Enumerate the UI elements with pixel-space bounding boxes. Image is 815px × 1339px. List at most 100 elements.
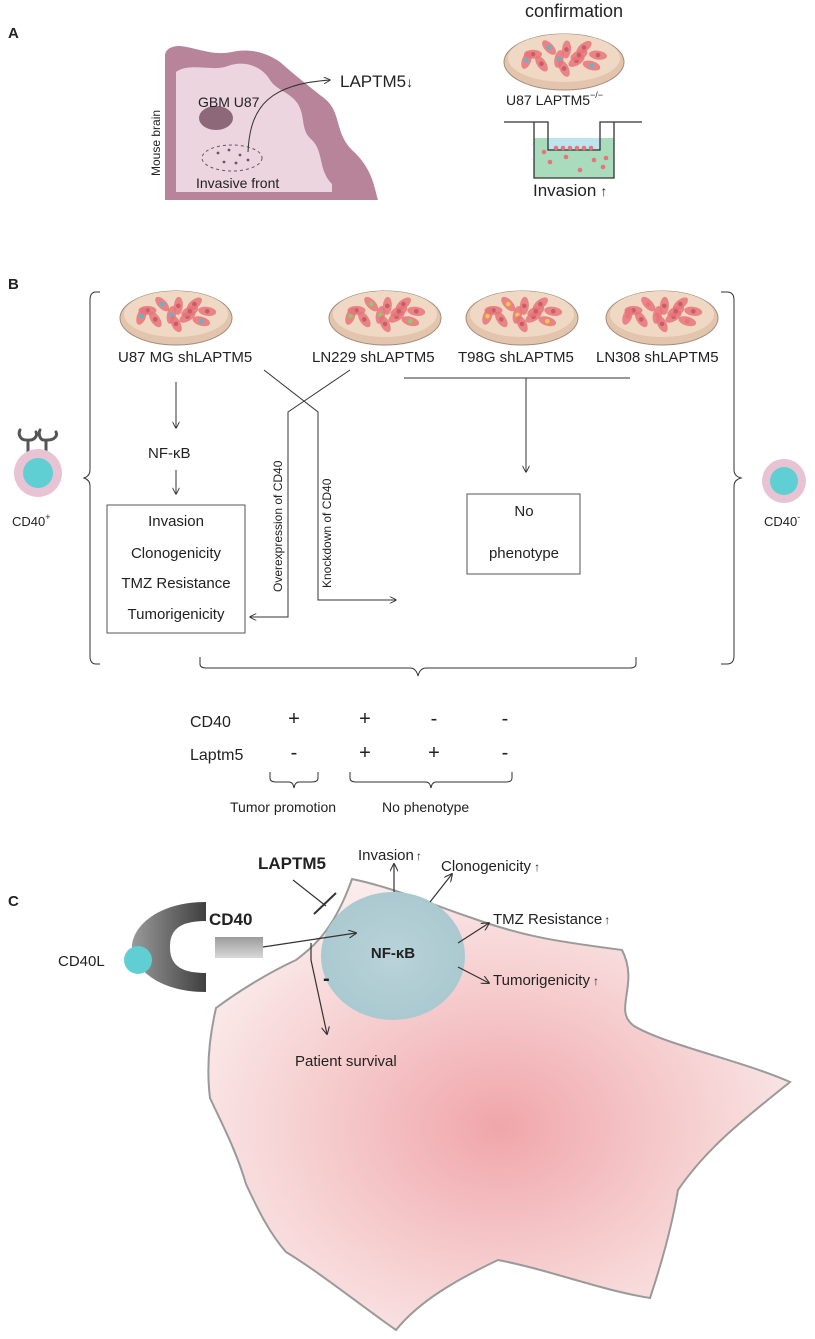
brain-inner [176,63,332,193]
cell-nucleus [173,321,179,327]
u87-knockout-label: U87 LAPTM5−/− [506,90,603,108]
transwell-chamber [504,121,642,179]
cell-nucleus [524,57,529,63]
cancer-cell-body [207,877,792,1332]
cell-nucleus [187,309,193,314]
cell-nucleus [499,317,504,322]
cell-nucleus [348,313,353,319]
invasive-cells [216,148,250,165]
survival-minus: - [323,968,330,990]
tumor-outcomes-box [106,504,246,634]
clonogenicity-arrow [429,874,452,903]
cell-nucleus [538,301,543,307]
cell-nucleus [639,317,644,322]
cell-nucleus [595,52,601,58]
cell-line-label-ln229: LN229 shLAPTM5 [312,349,435,366]
cultured-cells [482,296,563,333]
left-bracket [82,291,100,665]
mouse-brain-illustration: Mouse brain GBM U87 Invasive front LAPTM… [149,46,413,200]
table-cell: - [431,708,438,730]
cd40-negative-label: CD40- [764,512,800,529]
cell-nucleus [673,309,679,314]
outcome-clonogenicity: Clonogenicity [131,545,222,562]
cd40l-label: CD40L [58,953,105,970]
invasive-front-region [201,144,263,172]
cell-nucleus [485,313,490,319]
group-label-tumor-promotion: Tumor promotion [230,799,336,815]
knockdown-arrow [263,369,396,600]
no-phenotype-line1: No [514,503,533,520]
cell-nucleus [153,317,158,322]
cell-nucleus [176,303,181,309]
invaded-cells [541,145,609,173]
effect-tumorigenicity: Tumorigenicity↑ [493,972,599,989]
laptm5-label-c: LAPTM5 [258,854,326,873]
cd40-positive-cell: CD40+ [12,428,62,529]
tumorigenicity-arrow [457,966,489,983]
effect-clonogenicity: Clonogenicity↑ [441,858,540,875]
dish-u87 [119,290,233,346]
outcome-tmz-resistance: TMZ Resistance [121,575,230,592]
transwell-outer-wall [533,122,615,179]
cell-nucleus [659,321,665,327]
group-label-no-phenotype: No phenotype [382,799,469,815]
cell-line-label-ln308: LN308 shLAPTM5 [596,349,719,366]
outcome-invasion: Invasion [148,513,204,530]
cell-nucleus [545,318,550,324]
cultured-cells [521,40,607,77]
cell-nucleus [550,309,556,314]
cultured-cells [345,296,426,333]
table-cell: + [359,708,371,730]
cell-nucleus [199,318,204,324]
cd40-receptor-icon [37,428,58,454]
panel-c-arrows [262,864,489,1034]
tmz-arrow [457,923,489,944]
invasion-result-label: Invasion↑ [533,181,607,200]
cell-nucleus [690,309,696,314]
table-cell: - [502,708,509,730]
cd40l-ligand: CD40L [58,946,152,974]
group-brace-2 [349,772,513,789]
cd40-to-nfkb-arrow [262,933,356,948]
outcome-tumorigenicity: Tumorigenicity [128,606,225,623]
cell-nucleus [576,52,582,58]
cell-nucleus [396,309,402,314]
cell-nucleus [645,301,651,307]
cd40-receptor-icon [17,428,38,454]
invasive-front-label: Invasive front [196,175,279,191]
effect-invasion: Invasion↑ [358,847,422,864]
cell-nucleus [362,317,367,322]
gbm-tumor [199,106,233,130]
dish-t98g [465,290,579,346]
overexpression-label: Overexpression of CD40 [271,460,285,592]
group-brace-1 [269,772,319,789]
knockdown-label: Knockdown of CD40 [320,478,334,588]
gbm-u87-label: GBM U87 [198,94,260,110]
cd40-laptm5-table: CD40 Laptm5 + + - - - + + - Tumor promot… [190,708,513,815]
cell-line-label-t98g: T98G shLAPTM5 [458,349,574,366]
cell-nucleus [561,66,567,71]
cell-nucleus [408,318,413,324]
dish-ln308 [605,290,719,346]
cell-nucleus [662,303,667,309]
panel-b-connectors [176,369,637,677]
cell-nucleus [385,303,390,309]
cultured-cells [622,296,703,333]
mouse-brain-label: Mouse brain [149,110,163,176]
cell-nucleus [539,61,544,66]
result-curve-arrow [247,80,330,153]
cell-nucleus [556,56,562,62]
table-cell: - [291,742,298,764]
cell-nucleus [192,301,197,307]
bottom-brace [199,657,637,677]
cd40-receptor-cup [132,902,206,992]
u87-knockout-dish [503,33,625,91]
cell-nucleus [368,301,374,307]
transwell-insert [504,121,642,151]
cell-nucleus [685,318,690,324]
cell-nucleus [589,63,594,68]
right-bracket [721,291,743,665]
laptm5-inhibition-bar [313,892,337,915]
